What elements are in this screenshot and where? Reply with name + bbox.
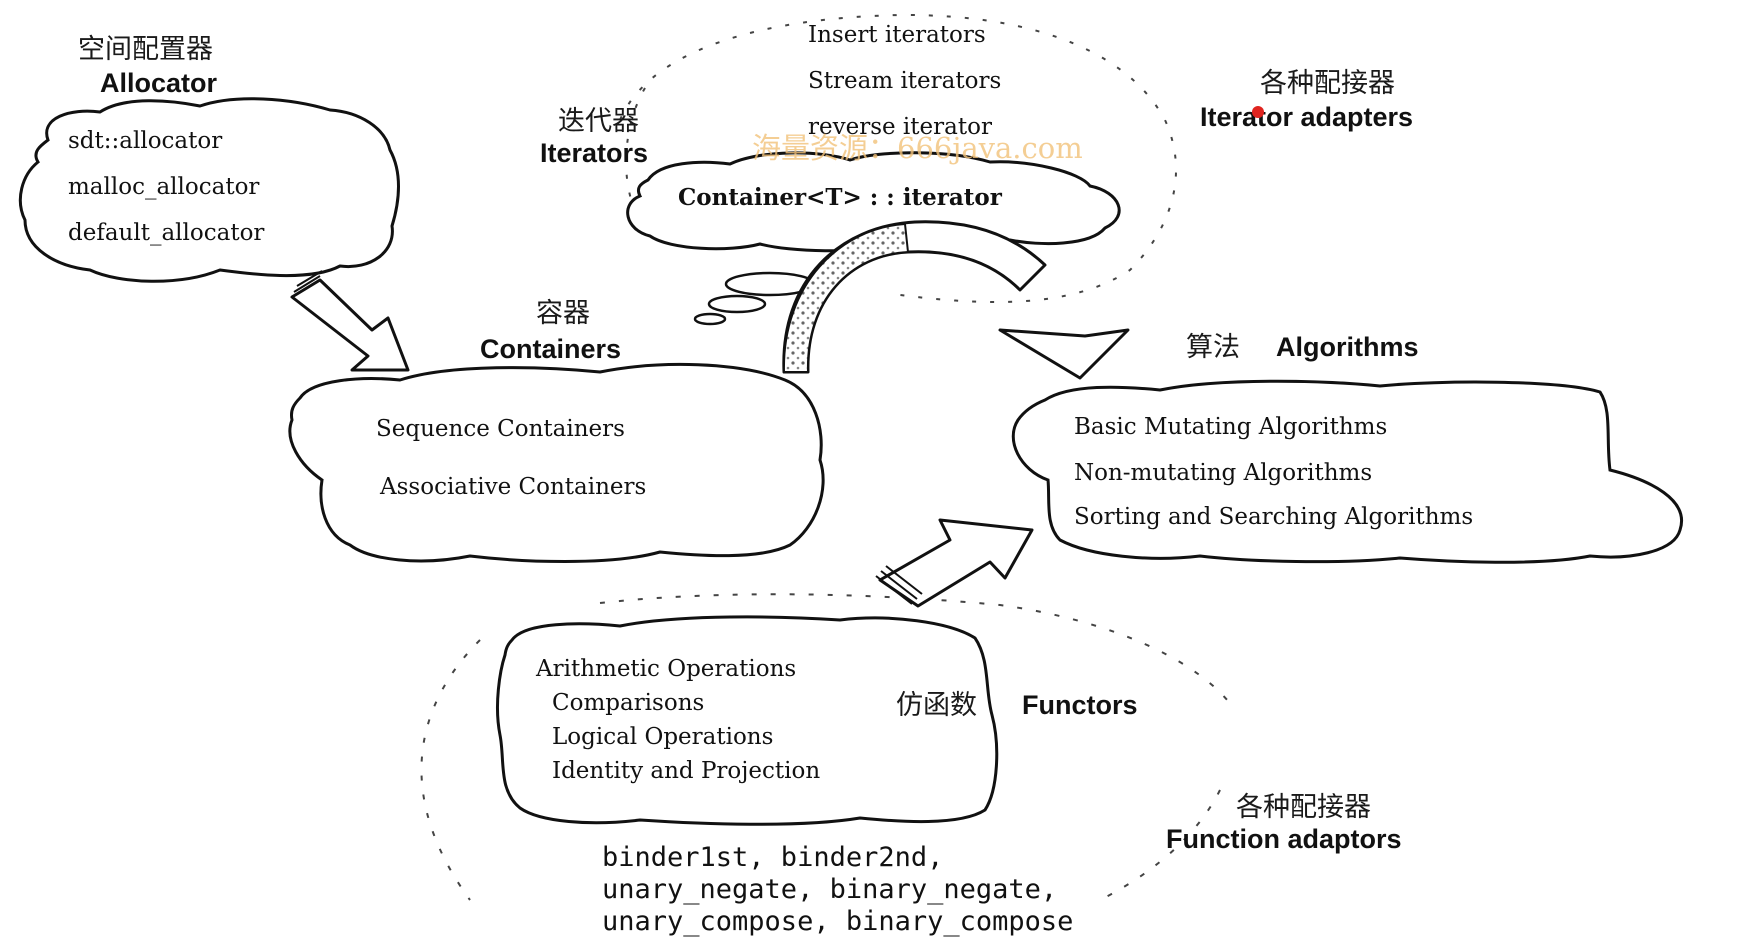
allocator-item: default_allocator [68, 222, 264, 245]
function-adaptors-label-en: Function adaptors [1166, 826, 1402, 853]
function-adaptors-label-cn: 各种配接器 [1236, 794, 1371, 821]
functor-item: Arithmetic Operations [536, 658, 796, 681]
functors-label-en: Functors [1022, 692, 1138, 719]
algorithm-item: Basic Mutating Algorithms [1074, 416, 1387, 439]
iterator-adapters-label-cn: 各种配接器 [1260, 70, 1395, 97]
allocator-label-en: Allocator [100, 70, 217, 97]
mouse-cursor-dot [1252, 106, 1264, 118]
function-adaptor-line: binder1st, binder2nd, [602, 842, 943, 873]
iterators-label-en: Iterators [540, 140, 648, 167]
iterator-adapters-label-en: Iterator adapters [1200, 104, 1413, 131]
allocator-item: sdt::allocator [68, 130, 222, 153]
allocator-item: malloc_allocator [68, 176, 259, 199]
arrow-functors-to-algorithms [876, 520, 1032, 606]
watermark: 海量资源：666java.com [752, 134, 1083, 163]
containers-label-en: Containers [480, 336, 621, 363]
arrow-allocator-to-containers [292, 271, 408, 370]
functor-item: Identity and Projection [552, 760, 820, 783]
allocator-label-cn: 空间配置器 [78, 36, 213, 63]
containers-cloud [290, 364, 823, 561]
algorithms-label-en: Algorithms [1276, 334, 1419, 361]
containers-label-cn: 容器 [536, 300, 590, 327]
functor-item: Logical Operations [552, 726, 773, 749]
algorithms-label-cn: 算法 [1186, 334, 1240, 361]
iterator-type: Stream iterators [808, 70, 1001, 93]
container-item: Sequence Containers [376, 418, 625, 441]
algorithm-item: Non-mutating Algorithms [1074, 462, 1372, 485]
thought-bubble-medium [709, 296, 765, 312]
algorithm-item: Sorting and Searching Algorithms [1074, 506, 1473, 529]
functors-label-cn: 仿函数 [896, 692, 977, 719]
iterators-label-cn: 迭代器 [558, 108, 639, 135]
iterator-type: Insert iterators [808, 24, 986, 47]
functor-item: Comparisons [552, 692, 704, 715]
iterator-cloud-text: Container<T> : : iterator [678, 186, 1002, 209]
container-item: Associative Containers [380, 476, 646, 499]
thought-bubble-small [695, 314, 725, 324]
function-adaptor-line: unary_compose, binary_compose [602, 906, 1073, 937]
function-adaptor-line: unary_negate, binary_negate, [602, 874, 1057, 905]
